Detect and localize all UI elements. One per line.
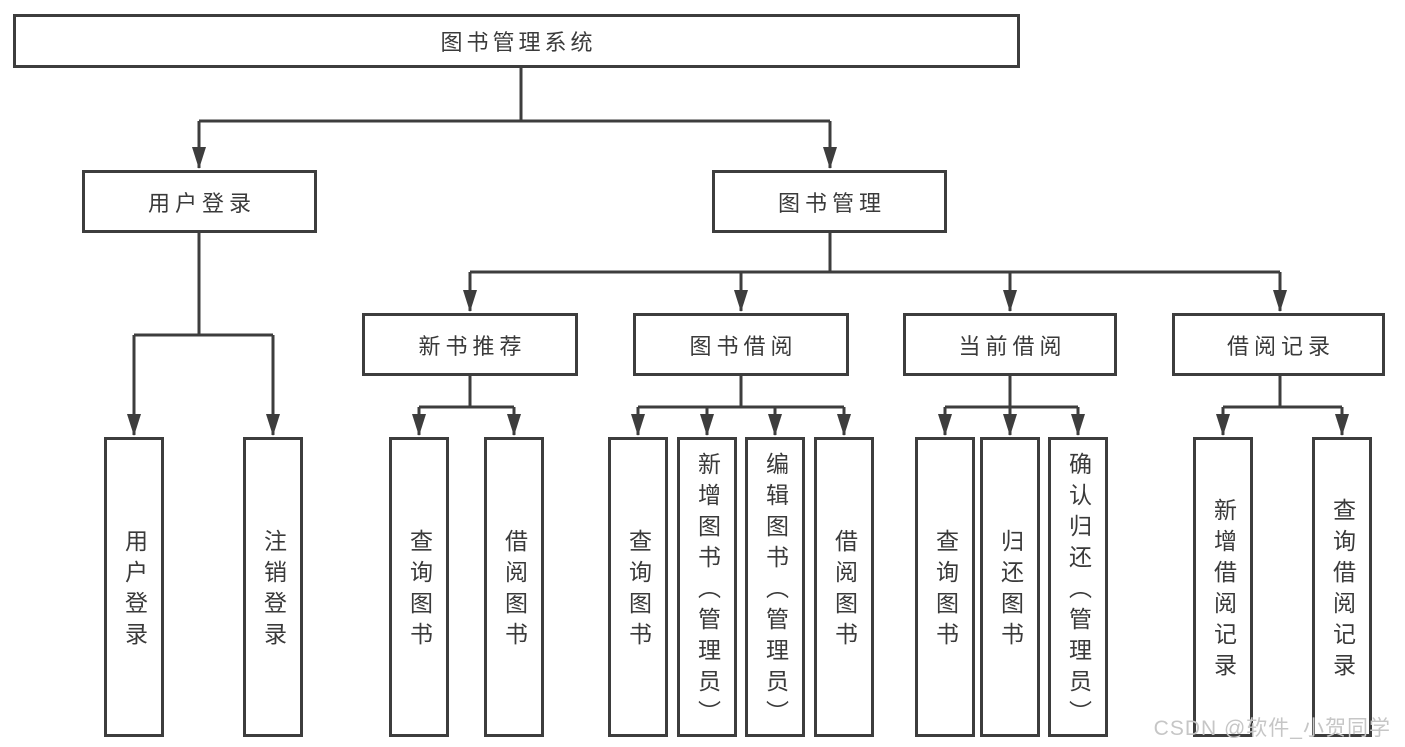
leaf-borrowing-query-books-label: 查询图书 — [625, 529, 652, 653]
leaf-recommend-query-books-label: 查询图书 — [406, 529, 433, 653]
leaf-logout: 注销登录 — [243, 437, 303, 737]
node-book-management: 图书管理 — [712, 170, 947, 233]
leaf-records-query-record: 查询借阅记录 — [1312, 437, 1372, 737]
leaf-borrowing-edit-books-label: 编辑图书（管理员） — [762, 451, 789, 731]
node-borrowing-records-label: 借阅记录 — [1226, 333, 1335, 359]
leaf-user-login-label: 用户登录 — [121, 529, 148, 653]
node-book-borrowing-label: 图书借阅 — [689, 333, 798, 359]
node-current-borrowing: 当前借阅 — [903, 313, 1117, 376]
leaf-current-confirm-return-label: 确认归还（管理员） — [1065, 451, 1092, 731]
node-book-borrowing: 图书借阅 — [633, 313, 849, 376]
node-new-book-recommend: 新书推荐 — [362, 313, 578, 376]
leaf-borrowing-query-books: 查询图书 — [608, 437, 668, 737]
leaf-borrowing-borrow-books-label: 借阅图书 — [831, 529, 858, 653]
node-library-system-label: 图书管理系统 — [440, 30, 597, 55]
csdn-watermark: CSDN @软件_小贺同学 — [1153, 717, 1391, 740]
node-new-book-recommend-label: 新书推荐 — [418, 333, 527, 359]
node-user-login-label: 用户登录 — [147, 190, 256, 216]
node-borrowing-records: 借阅记录 — [1172, 313, 1385, 376]
leaf-borrowing-add-books-label: 新增图书（管理员） — [694, 451, 721, 731]
node-current-borrowing-label: 当前借阅 — [958, 333, 1067, 359]
node-user-login: 用户登录 — [82, 170, 317, 233]
leaf-recommend-borrow-books-label: 借阅图书 — [501, 529, 528, 653]
leaf-logout-label: 注销登录 — [260, 529, 287, 653]
leaf-borrowing-add-books: 新增图书（管理员） — [677, 437, 737, 737]
node-library-system: 图书管理系统 — [13, 14, 1020, 68]
leaf-recommend-query-books: 查询图书 — [389, 437, 449, 737]
leaf-recommend-borrow-books: 借阅图书 — [484, 437, 544, 737]
leaf-borrowing-edit-books: 编辑图书（管理员） — [745, 437, 805, 737]
leaf-borrowing-borrow-books: 借阅图书 — [814, 437, 874, 737]
node-book-management-label: 图书管理 — [777, 190, 886, 216]
leaf-current-query-books-label: 查询图书 — [932, 529, 959, 653]
leaf-current-return-books-label: 归还图书 — [997, 529, 1024, 653]
leaf-current-confirm-return: 确认归还（管理员） — [1048, 437, 1108, 737]
leaf-user-login: 用户登录 — [104, 437, 164, 737]
leaf-current-query-books: 查询图书 — [915, 437, 975, 737]
leaf-records-add-record: 新增借阅记录 — [1193, 437, 1253, 737]
leaf-records-add-record-label: 新增借阅记录 — [1210, 498, 1237, 684]
leaf-current-return-books: 归还图书 — [980, 437, 1040, 737]
leaf-records-query-record-label: 查询借阅记录 — [1329, 498, 1356, 684]
